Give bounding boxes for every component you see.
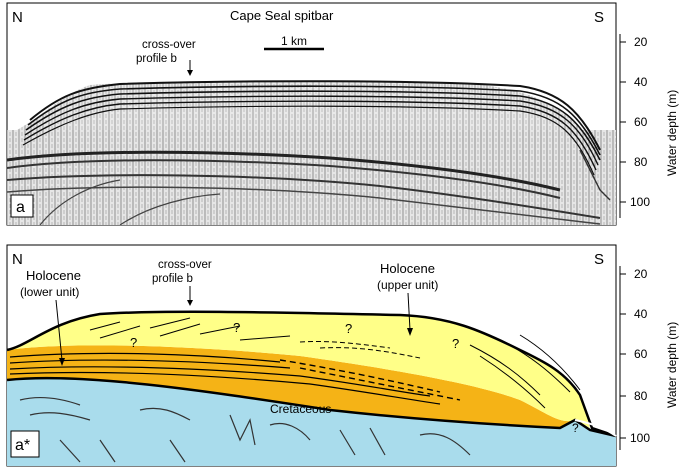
lower-unit-reflectors xyxy=(9,352,461,405)
panel-label-box-a xyxy=(10,194,34,218)
holocene-lower-unit xyxy=(7,345,575,428)
tick-bottom-60: 60 xyxy=(634,347,648,361)
crossover-label-top-line1: cross-over xyxy=(142,39,196,51)
cretaceous-boundary xyxy=(6,376,617,438)
north-label-bottom: N xyxy=(12,251,23,268)
tick-top-40: 40 xyxy=(634,75,648,89)
depth-axis-top: 20 40 60 80 100 Water depth (m) xyxy=(619,34,679,218)
seafloor-line xyxy=(6,310,617,438)
panel-label-box-a-star xyxy=(10,430,40,458)
holocene-lower-arrow xyxy=(55,299,63,361)
crossover-label-bottom-line1: cross-over xyxy=(158,259,212,271)
south-label-top: S xyxy=(594,9,604,26)
tick-bottom-100: 100 xyxy=(630,431,650,445)
holocene-upper-unit xyxy=(7,311,590,428)
upper-unit-reflectors xyxy=(89,317,581,409)
seismic-image xyxy=(7,80,616,225)
depth-axis-bottom: 20 40 60 80 100 Water depth (m) xyxy=(619,266,679,450)
tick-bottom-20: 20 xyxy=(634,267,648,281)
crossover-arrowhead-top xyxy=(187,70,193,76)
tick-bottom-80: 80 xyxy=(634,389,648,403)
south-label-bottom: S xyxy=(594,251,604,268)
scale-label: 1 km xyxy=(281,34,307,48)
question-mark-5: ? xyxy=(572,421,579,435)
cretaceous-unit xyxy=(7,378,616,466)
question-mark-3: ? xyxy=(345,321,352,336)
tick-bottom-40: 40 xyxy=(634,307,648,321)
boundary-highlight xyxy=(574,419,617,437)
holocene-upper-label-line2: (upper unit) xyxy=(377,278,438,292)
holocene-lower-arrowhead xyxy=(59,358,65,366)
axis-label-top: Water depth (m) xyxy=(665,90,679,176)
holocene-upper-arrowhead xyxy=(407,328,413,336)
tick-top-100: 100 xyxy=(630,195,650,209)
holocene-upper-label-line1: Holocene xyxy=(380,261,435,276)
north-label-top: N xyxy=(12,9,23,26)
holocene-upper-arrow xyxy=(407,292,411,331)
question-mark-2: ? xyxy=(233,320,240,335)
cretaceous-label: Cretaceous xyxy=(270,402,331,416)
axis-label-bottom: Water depth (m) xyxy=(665,322,679,408)
crossover-label-top-line2: profile b xyxy=(136,53,177,65)
tick-top-20: 20 xyxy=(634,35,648,49)
interpretation-panel: N S Holocene (lower unit) cross-over pro… xyxy=(6,244,679,467)
top-panel-title: Cape Seal spitbar xyxy=(230,8,334,23)
question-mark-4: ? xyxy=(452,336,459,351)
crossover-arrowhead-bottom xyxy=(187,300,193,306)
cretaceous-structures xyxy=(19,396,471,463)
tick-top-80: 80 xyxy=(634,155,648,169)
seismic-panel: N S Cape Seal spitbar 1 km cross-over pr… xyxy=(6,2,679,226)
holocene-lower-label-line2: (lower unit) xyxy=(20,285,79,299)
tick-top-60: 60 xyxy=(634,115,648,129)
crossover-label-bottom-line2: profile b xyxy=(152,273,193,285)
holocene-lower-label-line1: Holocene xyxy=(26,268,81,283)
panel-label-a: a xyxy=(16,199,25,216)
panel-label-a-star: a* xyxy=(15,437,30,454)
question-mark-1: ? xyxy=(130,335,137,350)
